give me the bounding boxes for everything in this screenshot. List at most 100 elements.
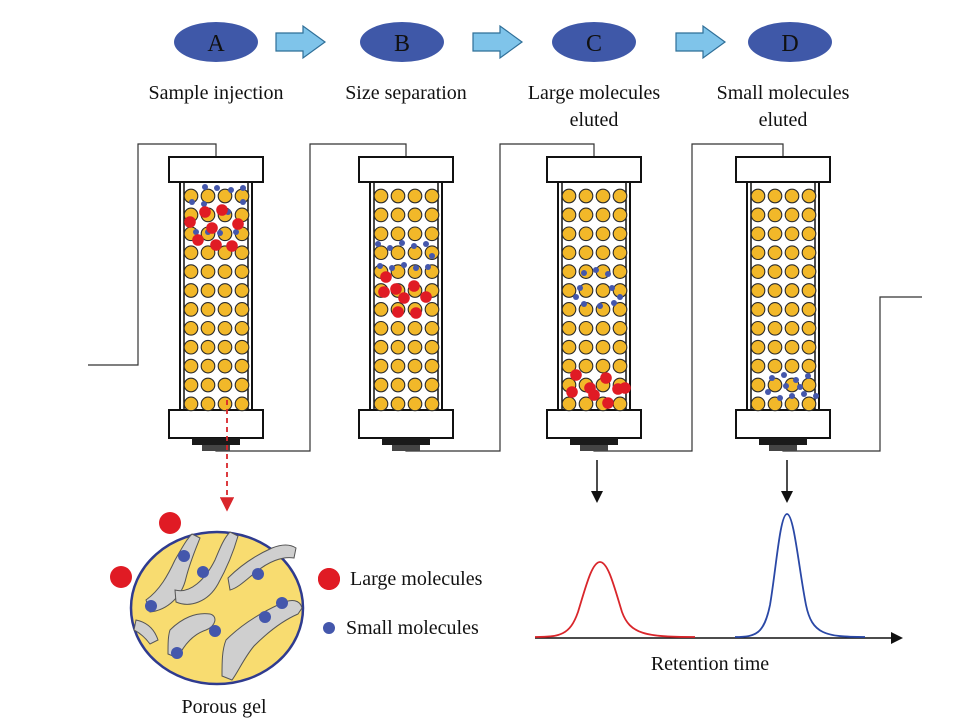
small-molecule [389, 265, 395, 271]
gel-small-molecule [178, 550, 190, 562]
small-molecule [765, 389, 771, 395]
step-caption-c-line2: eluted [570, 109, 619, 131]
step-caption-b: Size separation [345, 82, 467, 104]
packing-bead [424, 396, 440, 412]
legend-large-marker [318, 568, 340, 590]
large-molecule [408, 280, 420, 292]
packing-bead [373, 377, 389, 393]
packing-bead [373, 245, 389, 261]
packing-bead [784, 245, 800, 261]
step-badge-d: D [748, 22, 832, 62]
small-molecule [413, 265, 419, 271]
large-molecule [380, 271, 392, 283]
small-molecule [233, 229, 239, 235]
packing-bead [217, 264, 233, 279]
packing-bead [390, 207, 406, 223]
packing-bead [183, 358, 199, 374]
small-molecule [387, 245, 393, 251]
column-bottom-cap [735, 409, 831, 439]
column-bottom-cap [168, 409, 264, 439]
column-top-cap [546, 156, 642, 183]
large-molecule [210, 239, 222, 251]
small-molecule [217, 230, 223, 236]
step-caption-a: Sample injection [149, 82, 284, 104]
column-d [735, 156, 831, 451]
packing-bead [234, 245, 250, 261]
packing-bead [217, 320, 233, 336]
large-molecule [420, 291, 432, 303]
packing-bead [234, 302, 250, 317]
packing-bead [424, 226, 440, 242]
packing-bead [612, 396, 628, 412]
packing-bead [424, 377, 440, 393]
column-outlet-fitting [759, 438, 807, 451]
gel-pore [167, 613, 216, 659]
packing-bead [424, 358, 440, 374]
packing-bead [234, 320, 250, 336]
packing-bead [612, 245, 628, 261]
packing-bead [373, 396, 389, 412]
large-molecules [378, 271, 432, 319]
column-outlet-fitting [570, 438, 618, 451]
packing-bead [217, 302, 233, 317]
small-molecule [783, 383, 789, 389]
step-letter-a: A [207, 31, 225, 57]
packing-bead [767, 339, 783, 355]
small-molecule [202, 184, 208, 190]
small-molecule [228, 187, 234, 193]
packing-bead [750, 320, 766, 336]
packing-bead [750, 396, 766, 412]
packing-bead [801, 188, 817, 204]
packing-bead [407, 207, 423, 223]
packing-bead [595, 358, 611, 374]
packing-bead [183, 264, 199, 279]
packing-bead [200, 283, 216, 298]
packing-bead [612, 339, 628, 355]
packing-bead [595, 207, 611, 223]
small-molecule [581, 270, 587, 276]
packing-bead [407, 396, 423, 412]
packing-bead [234, 339, 250, 355]
packing-bead [750, 339, 766, 355]
packing-bead [767, 302, 783, 317]
packing-bead [234, 396, 250, 412]
packing-bead [784, 226, 800, 242]
packing-bead [561, 226, 577, 242]
gel-small-molecule [252, 568, 264, 580]
small-molecule [597, 303, 603, 309]
small-molecule [429, 253, 435, 259]
large-molecule-peak [534, 561, 696, 638]
packing-bead [561, 207, 577, 223]
packing-bead [578, 245, 594, 261]
small-molecule [797, 384, 803, 390]
gel-small-molecule [209, 625, 221, 637]
column-bottom-cap [546, 409, 642, 439]
packing-bead [750, 302, 766, 317]
packing-bead [750, 245, 766, 261]
packing-bead [578, 207, 594, 223]
column-outlet-fitting [192, 438, 240, 451]
packing-bead [390, 245, 406, 261]
packing-beads [183, 188, 250, 412]
small-molecule [240, 185, 246, 191]
packing-bead [373, 339, 389, 355]
small-molecule [201, 201, 207, 207]
packing-bead [578, 396, 594, 412]
packing-bead [767, 320, 783, 336]
large-molecule [392, 306, 404, 318]
small-molecule [573, 294, 579, 300]
large-molecule [600, 372, 612, 384]
packing-bead [784, 396, 800, 412]
packing-bead [373, 302, 389, 317]
packing-bead [784, 339, 800, 355]
packing-bead [612, 320, 628, 336]
column-top-cap [168, 156, 264, 183]
packing-bead [784, 207, 800, 223]
column-top-cap [358, 156, 454, 183]
packing-bead [561, 396, 577, 412]
large-molecule [619, 382, 631, 394]
packing-bead [578, 188, 594, 204]
packing-bead [801, 245, 817, 261]
step-badge-b: B [360, 22, 444, 62]
block-arrow-b-c [472, 24, 524, 60]
